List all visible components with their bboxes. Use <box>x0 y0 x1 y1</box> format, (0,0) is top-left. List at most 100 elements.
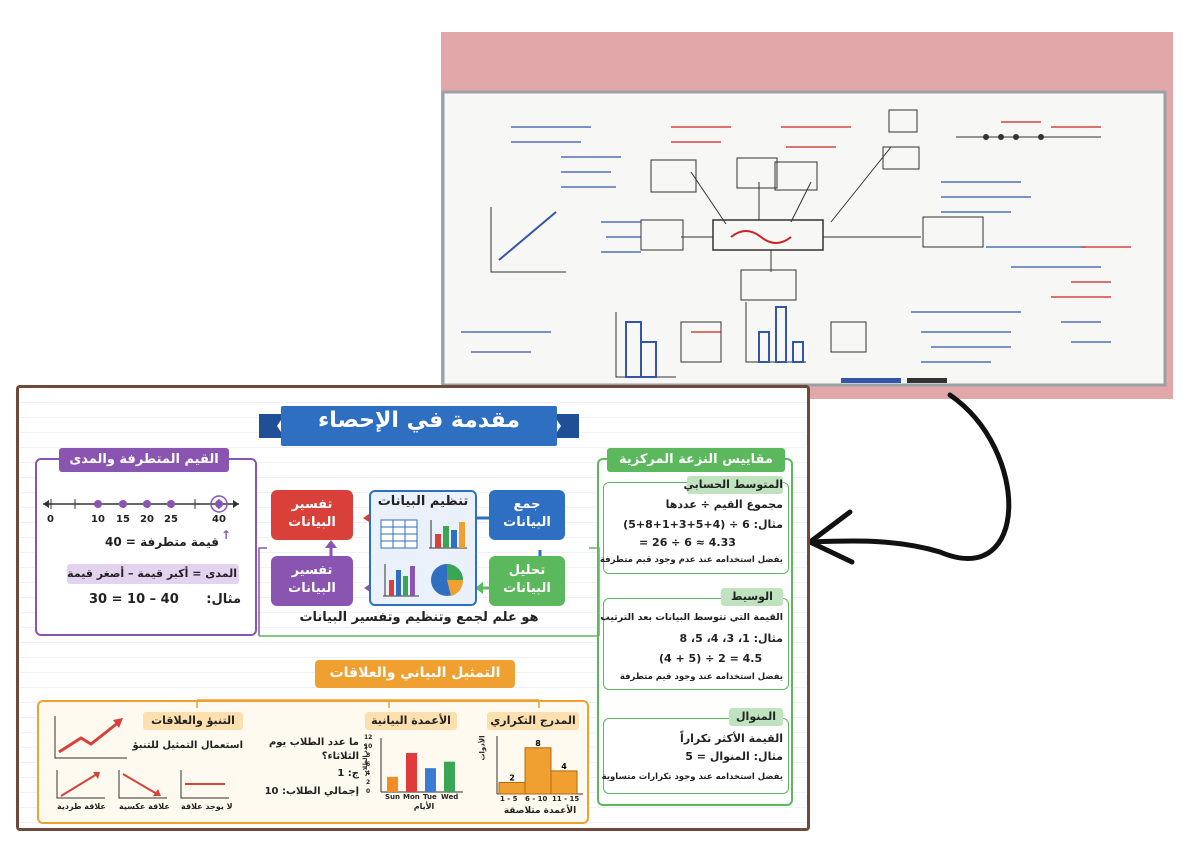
pie-chart-icon <box>431 564 464 596</box>
bars-yticks: 0 2 4 6 8 10 12 <box>364 734 374 795</box>
bars-bar <box>406 753 417 792</box>
tick-10: 10 <box>91 514 105 525</box>
central-header: مقاييس النزعة المركزية <box>607 448 785 472</box>
bars-xtick-sun: Sun <box>385 793 401 801</box>
title-ribbon <box>259 406 579 446</box>
hist-tick-2: 6 - 10 <box>525 795 548 803</box>
bars-ytick: 8 <box>366 752 371 759</box>
histogram-bar <box>498 781 526 795</box>
median-result: (4 + 5) ÷ 2 = 4.5 <box>659 652 763 665</box>
relation-graphs <box>56 770 229 799</box>
bars-total: إجمالي الطلاب: 10 <box>264 786 359 797</box>
bars-ytick: 10 <box>364 743 373 750</box>
histogram-value-label: 8 <box>535 739 541 748</box>
bars-xtick-wed: Wed <box>441 793 459 801</box>
tick-40: 40 <box>212 514 226 525</box>
median-card <box>603 598 789 690</box>
interpret-top-label: تفسير البيانات <box>288 497 336 530</box>
mode-example: مثال: المنوال = 5 <box>685 750 783 763</box>
histogram-value-label: 2 <box>509 773 515 782</box>
central-panel <box>597 458 793 806</box>
organize-icons <box>380 519 467 597</box>
bars-xtick-mon: Mon <box>403 793 420 801</box>
tick-20: 20 <box>140 514 154 525</box>
interpret-top-box[interactable] <box>271 490 353 540</box>
median-def: القيمة التي تتوسط البيانات بعد الترتيب <box>600 612 783 623</box>
bars-question: ما عدد الطلاب يوم الثلاثاء؟ <box>268 737 359 762</box>
range-example-label: مثال: <box>206 592 241 607</box>
collect-box[interactable] <box>489 490 565 540</box>
bars-ytick: 4 <box>366 770 371 777</box>
bars-ytick: 0 <box>366 788 371 795</box>
poster-title: مقدمة في الإحصاء <box>317 408 521 433</box>
mean-formula: مجموع القيم ÷ عددها <box>665 498 783 511</box>
relation-none: لا يوجد علاقة <box>181 802 233 811</box>
prediction-title: التنبؤ والعلاقات <box>143 712 243 730</box>
mode-def: القيمة الأكثر تكراراً <box>680 732 783 745</box>
tick-15: 15 <box>116 514 130 525</box>
definition-text: هو علم لجمع وتنظيم وتفسير البيانات <box>299 610 539 625</box>
range-label: المدى = أكبر قيمة – أصغر قيمة <box>67 567 237 580</box>
number-line <box>43 495 239 513</box>
median-title: الوسيط <box>721 588 783 606</box>
tick-25: 25 <box>164 514 178 525</box>
bar-chart-icon <box>429 520 467 549</box>
median-note: يفضل استخدامه عند وجود قيم متطرفة <box>619 672 783 682</box>
column-chart-icon <box>383 564 419 597</box>
bars-ytick: 12 <box>364 734 373 741</box>
up-arrow-icon: ↑ <box>221 528 232 542</box>
bars-bar <box>425 768 436 792</box>
trend-graph <box>54 716 127 759</box>
graphs-connectors <box>196 699 540 708</box>
graphs-header-bg <box>315 660 515 688</box>
outlier-note: قيمة متطرفة = 40 <box>105 535 219 549</box>
collect-label: جمع البيانات <box>503 497 551 530</box>
tick-0: 0 <box>47 514 54 525</box>
hist-tick-3: 11 - 15 <box>552 795 580 803</box>
histogram-chart: 2 8 4 <box>496 736 583 795</box>
bars-ylabel: عدد الطلاب <box>362 742 370 777</box>
statistics-poster: مقدمة في الإحصاء القيم المتطرفة والمدى 0… <box>16 385 810 831</box>
range-example-expr: 30 = 10 – 40 <box>89 592 179 607</box>
median-example: مثال: 1، 3، 4، 5، 8 <box>679 632 783 645</box>
bars-bar <box>387 776 398 792</box>
bars-chart <box>380 738 463 793</box>
extremes-header: القيم المتطرفة والمدى <box>59 448 229 472</box>
histogram-value-label: 4 <box>561 762 567 771</box>
bars-xlabel: الأيام <box>413 802 435 811</box>
table-icon <box>380 519 418 549</box>
histogram-bar <box>550 770 578 795</box>
mode-note: يفضل استخدامه عند وجود تكرارات متساوية <box>601 772 783 782</box>
bars-title: الأعمدة البيانية <box>365 712 457 730</box>
mean-title: المتوسط الحسابي <box>684 476 783 494</box>
relation-inverse: علاقة عكسية <box>119 802 170 811</box>
relation-direct: علاقة طردية <box>57 802 106 811</box>
mode-card <box>603 718 789 794</box>
mean-result: = 26 ÷ 6 ≈ 4.33 <box>639 536 736 549</box>
bars-ytick: 6 <box>366 761 371 768</box>
bars-bar <box>444 761 455 792</box>
hist-tick-1: 1 - 5 <box>500 795 518 803</box>
curved-arrow <box>807 392 1012 565</box>
histogram-ylabel: الأدوات <box>478 735 487 761</box>
bars-ytick: 2 <box>366 779 371 786</box>
analyze-label: تحليل البيانات <box>503 563 551 596</box>
mean-note: يفضل استخدامه عند عدم وجود قيم متطرفة <box>599 555 783 565</box>
interpret-bottom-box[interactable] <box>271 556 353 606</box>
histogram-bar <box>524 747 552 795</box>
mean-example: مثال: 6 ÷ (4+5+3+1+8+5) <box>623 518 783 531</box>
graphs-header: التمثيل البياني والعلاقات <box>329 665 501 681</box>
whiteboard-photo <box>441 32 1173 399</box>
organize-label: تنظيم البيانات <box>377 494 469 509</box>
analyze-box[interactable] <box>489 556 565 606</box>
histogram-xlabel: الأعمدة متلاصقة <box>503 806 577 816</box>
bars-answer: ج: 1 <box>337 768 359 779</box>
range-label-bg <box>67 564 239 584</box>
prediction-text: استعمال التمثيل للتنبؤ <box>132 740 244 751</box>
extremes-panel <box>35 458 257 636</box>
interpret-bottom-label: تفسير البيانات <box>288 563 336 596</box>
histogram-title: المدرج التكراري <box>487 712 579 730</box>
mode-title: المنوال <box>729 708 783 726</box>
whiteboard-drawing <box>441 32 1173 399</box>
bars-xtick-tue: Tue <box>423 793 437 801</box>
